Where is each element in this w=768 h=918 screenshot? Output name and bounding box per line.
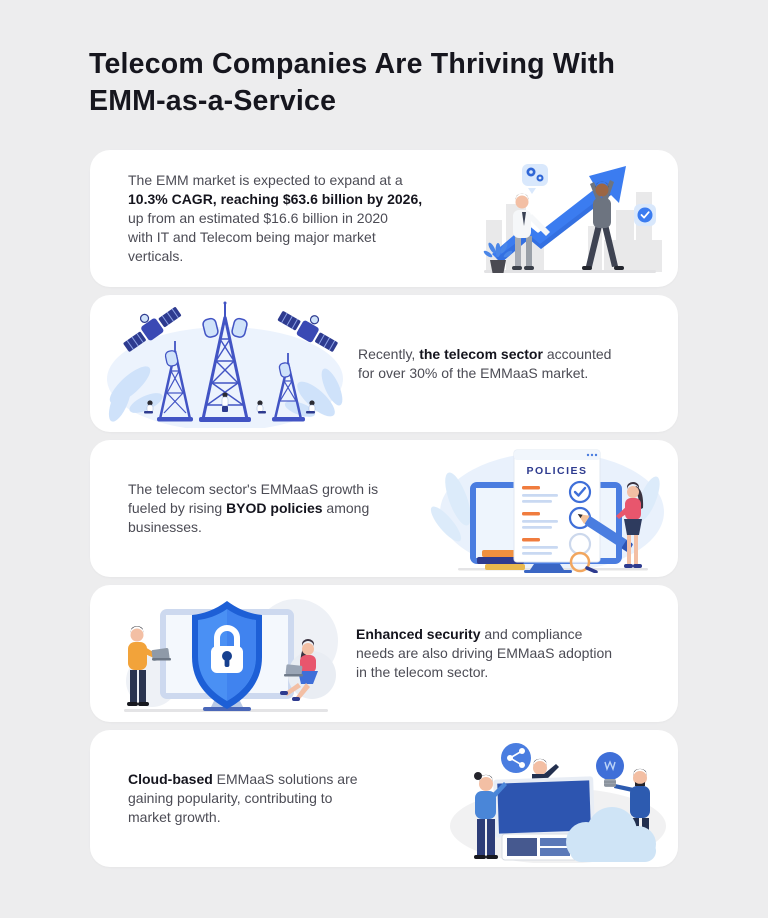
policies-label: POLICIES <box>526 465 587 477</box>
policies-document: POLICIES <box>513 449 601 563</box>
person-behind-screen <box>532 758 559 782</box>
page-title: Telecom Companies Are Thriving With EMM-… <box>89 46 615 120</box>
lightbulb-icon <box>596 752 624 787</box>
man-figure <box>127 626 171 706</box>
tower-icon-left <box>157 341 193 422</box>
person-left <box>512 193 550 270</box>
card-emm-market-growth-text: The EMM market is expected to expand at … <box>128 172 423 264</box>
cloud-icon <box>566 807 656 862</box>
satellite-icon <box>123 307 182 352</box>
security-shield-illustration <box>100 589 350 718</box>
feather-leaves <box>430 472 660 542</box>
card-list: The EMM market is expected to expand at … <box>90 150 678 875</box>
tower-icon-right <box>272 353 305 422</box>
woman-figure <box>474 772 507 859</box>
plant-icon <box>483 242 513 273</box>
person-right <box>582 180 624 270</box>
shield-lock-icon <box>192 601 262 709</box>
share-icon <box>501 743 531 773</box>
laptop-icon-2 <box>284 664 303 677</box>
card-emm-market-growth: The EMM market is expected to expand at … <box>90 150 678 287</box>
woman-figure <box>616 482 644 568</box>
city-skyline <box>486 192 662 272</box>
policies-illustration: POLICIES <box>430 444 672 573</box>
check-badge-icon <box>634 204 656 226</box>
woman-figure <box>280 639 336 701</box>
tower-icon <box>199 301 251 422</box>
presentation-screen <box>493 776 595 838</box>
growth-arrow-illustration <box>470 154 670 283</box>
worker-figures <box>144 392 316 414</box>
laptop-icon <box>151 647 171 661</box>
magnifier-icon <box>569 551 598 573</box>
telecom-towers-illustration <box>100 299 350 428</box>
gears-icon <box>522 164 548 194</box>
page-title-line2: EMM-as-a-Service <box>89 85 337 117</box>
cloud-solutions-illustration <box>444 734 672 863</box>
satellite-icon-2 <box>277 311 338 352</box>
page-title-line1: Telecom Companies Are Thriving With <box>89 48 616 80</box>
